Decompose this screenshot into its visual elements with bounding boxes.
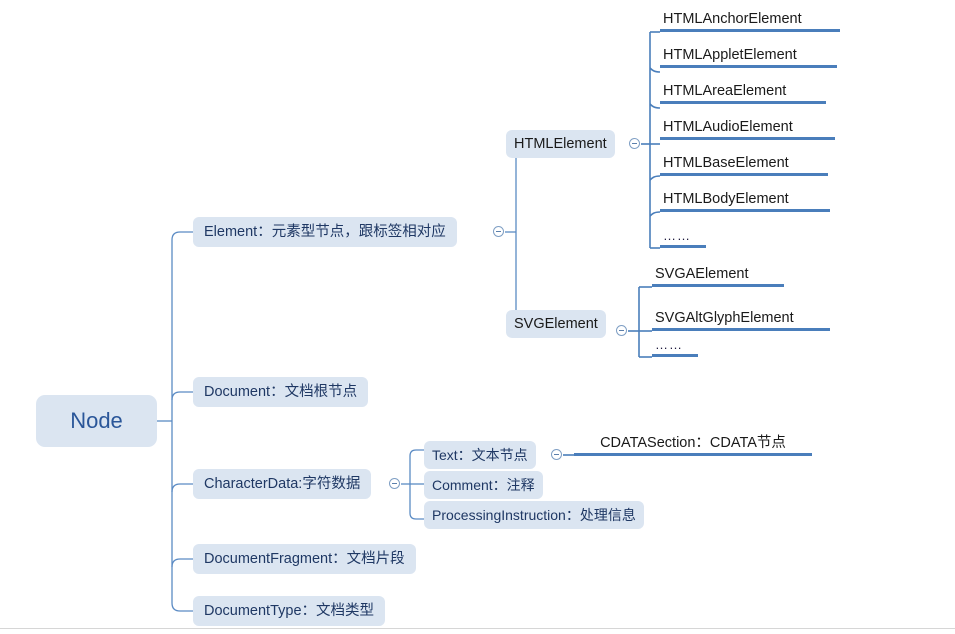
leaf-svg-alt-glyph-element[interactable]: SVGAltGlyphElement <box>652 305 830 331</box>
leaf-html-base-element[interactable]: HTMLBaseElement <box>660 150 828 176</box>
leaf-label: HTMLBodyElement <box>663 190 789 207</box>
leaf-cdata-section[interactable]: CDATASection：CDATA节点 <box>574 429 812 456</box>
node-processing-instruction[interactable]: ProcessingInstruction：处理信息 <box>424 501 644 529</box>
node-document-type[interactable]: DocumentType：文档类型 <box>193 596 386 626</box>
leaf-html-audio-element[interactable]: HTMLAudioElement <box>660 114 835 140</box>
leaf-underline <box>652 284 784 287</box>
leaf-html-anchor-element[interactable]: HTMLAnchorElement <box>660 6 840 32</box>
node-comment-label: Comment：注释 <box>432 477 535 493</box>
character-data-collapse-toggle[interactable] <box>389 478 400 489</box>
node-character-data-label: CharacterData:字符数据 <box>204 475 361 492</box>
leaf-underline <box>660 29 840 32</box>
leaf-label: HTMLAreaElement <box>663 82 787 99</box>
node-root-node[interactable]: Node <box>36 395 157 447</box>
node-element[interactable]: Element：元素型节点，跟标签相对应 <box>193 217 457 247</box>
leaf-html-body-element[interactable]: HTMLBodyElement <box>660 186 830 212</box>
leaf-label: SVGAElement <box>655 265 749 282</box>
node-document-fragment-label: DocumentFragment：文档片段 <box>204 550 405 567</box>
svg-element-collapse-toggle[interactable] <box>616 325 627 336</box>
leaf-underline <box>660 209 830 212</box>
leaf-underline <box>660 245 706 248</box>
node-element-label: Element：元素型节点，跟标签相对应 <box>204 223 446 240</box>
node-document[interactable]: Document：文档根节点 <box>193 377 369 407</box>
node-document-type-label: DocumentType：文档类型 <box>204 602 375 619</box>
leaf-underline <box>574 453 812 456</box>
node-html-element-label: HTMLElement <box>514 135 607 152</box>
node-character-data[interactable]: CharacterData:字符数据 <box>193 469 372 499</box>
leaf-underline <box>652 328 830 331</box>
node-document-fragment[interactable]: DocumentFragment：文档片段 <box>193 544 416 574</box>
leaf-underline <box>652 354 698 357</box>
text-collapse-toggle[interactable] <box>551 449 562 460</box>
root-label: Node <box>70 408 123 433</box>
node-document-label: Document：文档根节点 <box>204 383 358 400</box>
node-text[interactable]: Text：文本节点 <box>424 441 536 469</box>
leaf-underline <box>660 101 826 104</box>
leaf-underline <box>660 65 837 68</box>
leaf-html-more[interactable]: …… <box>660 222 706 248</box>
node-text-label: Text：文本节点 <box>432 447 528 463</box>
html-element-collapse-toggle[interactable] <box>629 138 640 149</box>
element-collapse-toggle[interactable] <box>493 226 504 237</box>
leaf-underline <box>660 137 835 140</box>
leaf-label: …… <box>663 228 691 244</box>
node-svg-element-label: SVGElement <box>514 315 598 332</box>
leaf-underline <box>660 173 828 176</box>
leaf-label: HTMLAnchorElement <box>663 10 802 27</box>
leaf-label: HTMLAudioElement <box>663 118 793 135</box>
leaf-label: HTMLAppletElement <box>663 46 797 63</box>
bottom-divider <box>0 628 955 629</box>
node-svg-element[interactable]: SVGElement <box>506 310 606 338</box>
leaf-label: …… <box>655 337 683 353</box>
leaf-label: CDATASection：CDATA节点 <box>600 434 786 451</box>
node-comment[interactable]: Comment：注释 <box>424 471 543 499</box>
leaf-label: HTMLBaseElement <box>663 154 789 171</box>
leaf-label: SVGAltGlyphElement <box>655 309 794 326</box>
leaf-svg-more[interactable]: …… <box>652 331 698 357</box>
node-processing-instruction-label: ProcessingInstruction：处理信息 <box>432 507 636 523</box>
leaf-svg-a-element[interactable]: SVGAElement <box>652 261 784 287</box>
node-html-element[interactable]: HTMLElement <box>506 130 615 158</box>
leaf-html-applet-element[interactable]: HTMLAppletElement <box>660 42 837 68</box>
leaf-html-area-element[interactable]: HTMLAreaElement <box>660 78 826 104</box>
